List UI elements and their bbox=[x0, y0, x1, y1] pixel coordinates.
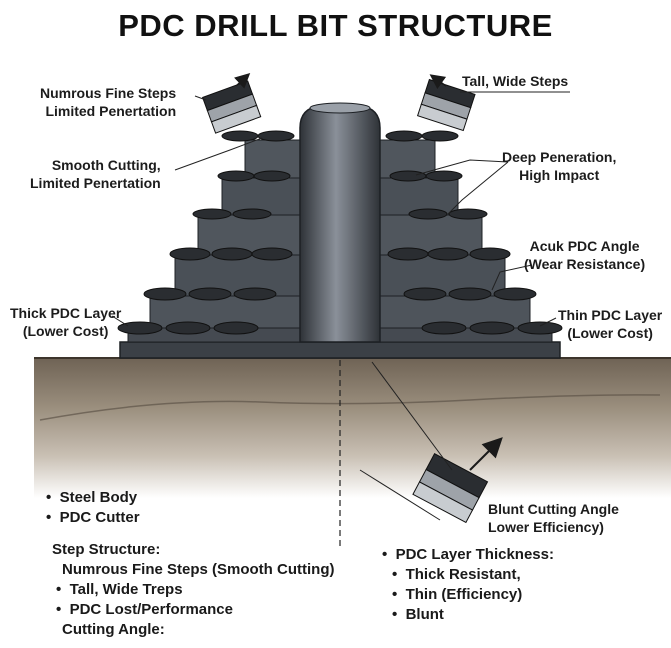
callout-top-left-line1: Numrous Fine Steps bbox=[40, 85, 177, 101]
callout-thick-left-line2: (Lower Cost) bbox=[22, 323, 109, 339]
steel-body-left bbox=[127, 139, 301, 343]
callout-top-right-line1: Tall, Wide Steps bbox=[462, 73, 569, 89]
cutter-detail-top-right bbox=[416, 78, 476, 132]
legend-item-pdc-lost: PDC Lost/Performance bbox=[46, 600, 334, 620]
callout-angle-right-line2: (Wear Resistance) bbox=[524, 256, 646, 272]
legend-right-heading: PDC Layer Thickness: bbox=[382, 545, 554, 565]
callout-mid-left: Smooth Cutting, Limited Penertation bbox=[30, 156, 161, 192]
leader-lines bbox=[111, 91, 570, 521]
center-shaft bbox=[299, 105, 381, 343]
page-title: PDC DRILL BIT STRUCTURE bbox=[118, 8, 553, 43]
callout-top-right: Tall, Wide Steps bbox=[462, 72, 568, 90]
callout-mid-right-line1: Deep Peneration, bbox=[502, 149, 617, 165]
legend-item-steel-body: Steel Body bbox=[46, 488, 334, 508]
shaft-top bbox=[309, 102, 371, 114]
legend-item-pdc-cutter: PDC Cutter bbox=[46, 508, 334, 528]
legend-left: Steel Body PDC Cutter Step Structure: Nu… bbox=[46, 488, 334, 640]
callout-thin-right-line1: Thin PDC Layer bbox=[558, 307, 663, 323]
callout-angle-right: Acuk PDC Angle (Wear Resistance) bbox=[524, 237, 645, 273]
callout-angle-right-line1: Acuk PDC Angle bbox=[529, 238, 640, 254]
legend-step-heading: Step Structure: bbox=[52, 541, 161, 558]
bit-base bbox=[119, 341, 561, 359]
legend-right-item-thin: Thin (Efficiency) bbox=[382, 585, 554, 605]
arrow-blunt bbox=[469, 437, 503, 471]
callout-thick-left-line1: Thick PDC Layer bbox=[10, 305, 122, 321]
callout-mid-left-line1: Smooth Cutting, bbox=[51, 157, 161, 173]
legend-cutting-angle: Cutting Angle: bbox=[62, 621, 165, 638]
cutter-detail-top-left bbox=[201, 80, 262, 134]
callout-blunt: Blunt Cutting Angle Lower Efficiency) bbox=[488, 500, 619, 536]
ground-layer bbox=[34, 358, 671, 498]
callout-blunt-line1: Blunt Cutting Angle bbox=[488, 501, 619, 517]
legend-right: PDC Layer Thickness: Thick Resistant, Th… bbox=[382, 545, 554, 625]
arrow-top-right bbox=[429, 74, 447, 90]
legend-step-subline: Numrous Fine Steps (Smooth Cutting) bbox=[62, 561, 335, 578]
cutter-detail-blunt bbox=[412, 452, 489, 524]
pdc-cutters-right bbox=[385, 130, 563, 335]
callout-thick-left: Thick PDC Layer (Lower Cost) bbox=[10, 304, 121, 340]
callout-thin-right-line2: (Lower Cost) bbox=[567, 325, 653, 341]
arrow-top-left bbox=[234, 72, 251, 89]
callout-mid-right-line2: High Impact bbox=[519, 167, 600, 183]
legend-right-item-thick: Thick Resistant, bbox=[382, 565, 554, 585]
pdc-cutters-left bbox=[117, 130, 295, 335]
callout-blunt-line2: Lower Efficiency) bbox=[488, 519, 604, 535]
callout-mid-left-line2: Limited Penertation bbox=[30, 175, 161, 191]
legend-right-item-blunt: Blunt bbox=[382, 605, 554, 625]
callout-top-left: Numrous Fine Steps Limited Penertation bbox=[40, 84, 176, 120]
callout-top-left-line2: Limited Penertation bbox=[45, 103, 177, 119]
callout-mid-right: Deep Peneration, High Impact bbox=[502, 148, 616, 184]
callout-thin-right: Thin PDC Layer (Lower Cost) bbox=[558, 306, 662, 342]
legend-item-tall-wide: Tall, Wide Treps bbox=[46, 580, 334, 600]
ground-crack bbox=[39, 394, 661, 421]
steel-body-right bbox=[379, 139, 553, 343]
